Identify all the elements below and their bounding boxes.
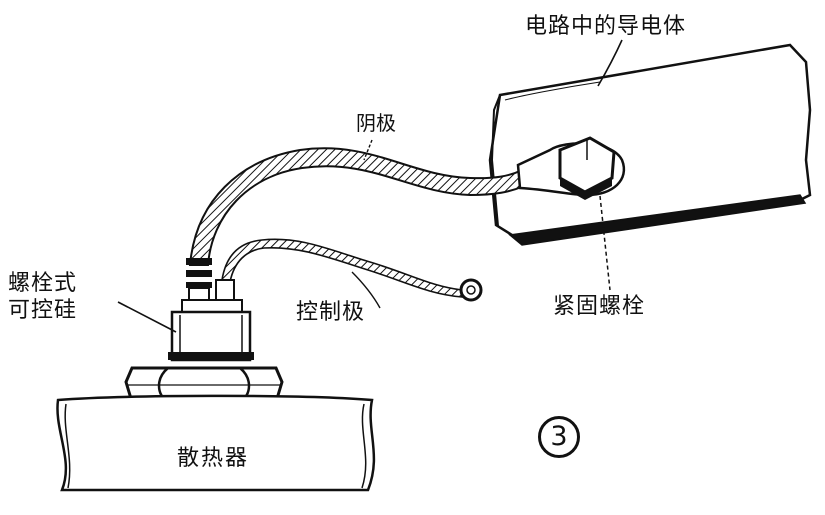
- heatsink-block: [56, 394, 376, 492]
- anode-leader: [363, 139, 373, 161]
- figure-number: 3: [538, 416, 580, 458]
- scr-leader: [117, 301, 177, 333]
- gate-label: 控制极: [296, 300, 366, 325]
- fastening-bolt-label: 紧固螺栓: [553, 294, 646, 319]
- cable-lug: [516, 136, 625, 200]
- conductor-leader: [597, 39, 623, 87]
- scr-body: [168, 299, 254, 362]
- fastener-leader: [599, 195, 611, 291]
- gate-leader: [351, 271, 381, 309]
- bolt-scr-label: 螺栓式 可控硅: [8, 271, 78, 323]
- conductor-label: 电路中的导电体: [525, 14, 687, 39]
- anode-label: 阴极: [356, 111, 396, 135]
- heatsink-label: 散热器: [177, 446, 250, 471]
- conductor-plate: [488, 43, 812, 246]
- gate-lead: [215, 238, 483, 305]
